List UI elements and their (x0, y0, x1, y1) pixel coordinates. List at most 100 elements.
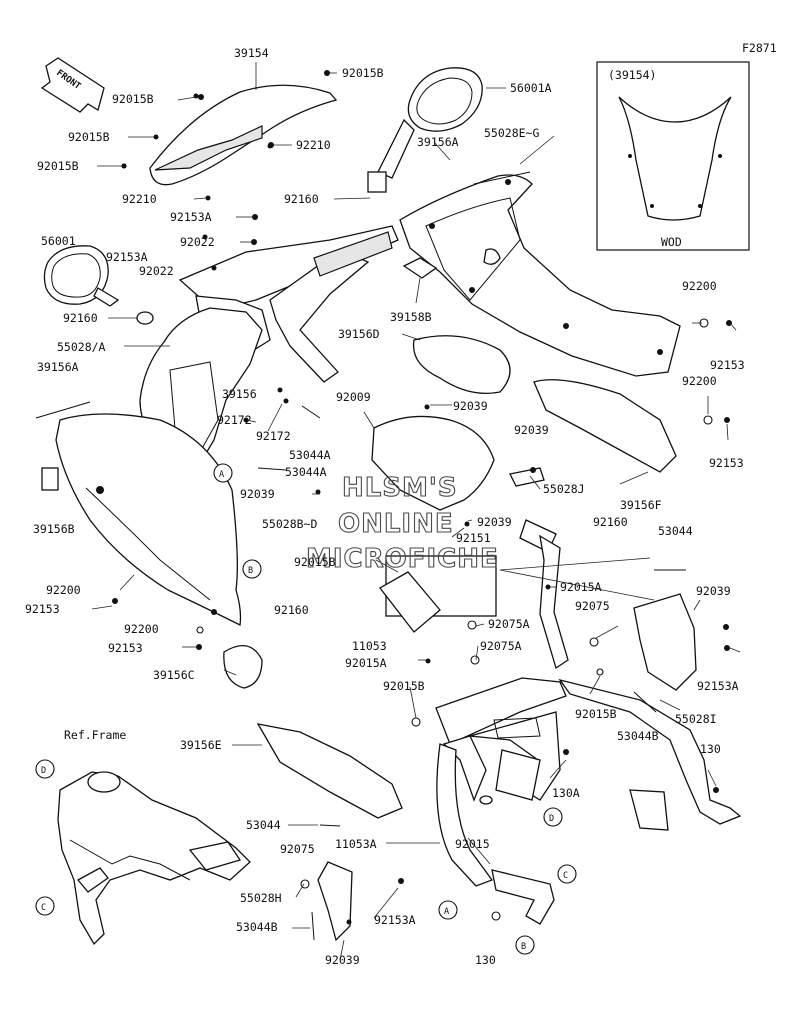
label-39154: 39154 (234, 46, 269, 60)
callout-a-2: A (438, 900, 458, 920)
strip-39156b (41, 467, 59, 491)
label-92015a: 92015A (560, 580, 602, 594)
label-130: 130 (700, 742, 721, 756)
callout-c-2: C (557, 864, 577, 884)
figure-code: F2871 (742, 41, 777, 55)
callout-a-1: A (213, 463, 233, 483)
bracket-55028i (633, 593, 697, 691)
label-55028e-g: 55028E~G (484, 126, 539, 140)
label-92210: 92210 (122, 192, 157, 206)
pad-39158b (402, 257, 438, 279)
svg-text:C: C (41, 903, 46, 913)
label-55028-a: 55028/A (57, 340, 106, 354)
label-92022: 92022 (139, 264, 174, 278)
label-92153: 92153 (710, 358, 745, 372)
callout-b-2: B (515, 935, 535, 955)
label-92015b: 92015B (294, 555, 336, 569)
label-130: 130 (475, 953, 496, 967)
pad-39156d (412, 335, 511, 395)
label-92151: 92151 (456, 531, 491, 545)
svg-text:A: A (219, 470, 224, 480)
label-92153a: 92153A (697, 679, 739, 693)
label-53044: 53044 (658, 524, 693, 538)
callout-d-1: D (35, 759, 55, 779)
label-92160: 92160 (274, 603, 309, 617)
pad-39156f (533, 379, 677, 473)
label-92160: 92160 (63, 311, 98, 325)
label-55028b-d: 55028B~D (262, 517, 317, 531)
label-92039: 92039 (696, 584, 731, 598)
mirror-right-part (367, 67, 483, 193)
svg-text:B: B (248, 566, 253, 576)
label-92200: 92200 (682, 279, 717, 293)
label-39158b: 39158B (390, 310, 432, 324)
callout-c-1: C (35, 896, 55, 916)
label-92015b: 92015B (342, 66, 384, 80)
label-11053: 11053 (352, 639, 387, 653)
strip-39156a-left (35, 401, 91, 419)
pad-39156c (223, 644, 263, 689)
svg-text:D: D (549, 814, 554, 824)
label-92015b: 92015B (575, 707, 617, 721)
label-53044: 53044 (246, 818, 281, 832)
fastener-dots (112, 93, 732, 925)
label-92015b: 92015B (383, 679, 425, 693)
watermark-line-1: HLSM'S (342, 473, 458, 503)
label-92039: 92039 (477, 515, 512, 529)
left-cowl-part (55, 307, 263, 626)
label-92039: 92039 (240, 487, 275, 501)
label-92153: 92153 (108, 641, 143, 655)
front-arrow-icon: FRONT (40, 57, 105, 113)
label-92039: 92039 (453, 399, 488, 413)
label-92009: 92009 (336, 390, 371, 404)
label-92015: 92015 (455, 837, 490, 851)
label-39156d: 39156D (338, 327, 380, 341)
watermark-line-3: MICROFICHE (306, 544, 499, 574)
label-53044a: 53044A (289, 448, 331, 462)
label-39156: 39156 (222, 387, 257, 401)
label-92015b: 92015B (112, 92, 154, 106)
grommet-rods (257, 405, 686, 941)
label-92153a: 92153A (374, 913, 416, 927)
label-92153: 92153 (709, 456, 744, 470)
watermark-line-2: ONLINE (338, 509, 454, 539)
inset-header: (39154) (608, 68, 656, 82)
label-92075a: 92075A (488, 617, 530, 631)
label-39156c: 39156C (153, 668, 195, 682)
label-92039: 92039 (325, 953, 360, 967)
label-92160: 92160 (593, 515, 628, 529)
leader-lines (91, 62, 741, 961)
label-92210: 92210 (296, 138, 331, 152)
pad-39156e (256, 723, 403, 819)
label-92153: 92153 (25, 602, 60, 616)
label-53044b: 53044B (236, 920, 278, 934)
upper-cowl-part (399, 174, 681, 377)
label-130a: 130A (552, 786, 580, 800)
label-55028i: 55028I (675, 712, 717, 726)
label-56001: 56001 (41, 234, 76, 248)
label-92172: 92172 (217, 413, 252, 427)
bracket-55028h (317, 861, 353, 942)
strip-39156a-right (473, 171, 531, 185)
label-92015b: 92015B (68, 130, 110, 144)
label-92200: 92200 (124, 622, 159, 636)
label-39156e: 39156E (180, 738, 222, 752)
svg-text:D: D (41, 766, 46, 776)
svg-text:C: C (563, 871, 568, 881)
label-92200: 92200 (46, 583, 81, 597)
label-92015a: 92015A (345, 656, 387, 670)
label-92075: 92075 (575, 599, 610, 613)
inset-windshield-box: (39154) WOD (596, 61, 750, 251)
inset-caption: WOD (661, 235, 682, 249)
label-92075: 92075 (280, 842, 315, 856)
label-92172: 92172 (256, 429, 291, 443)
label-92153a: 92153A (170, 210, 212, 224)
part-labels: 39154 92015B 92015B 92015B 92015B 56001A… (25, 46, 745, 967)
label-39156f: 39156F (620, 498, 662, 512)
label-92200: 92200 (682, 374, 717, 388)
callout-b-1: B (242, 559, 262, 579)
label-11053a: 11053A (335, 837, 377, 851)
stay-assembly-11053a (435, 534, 742, 925)
label-53044a: 53044A (285, 465, 327, 479)
